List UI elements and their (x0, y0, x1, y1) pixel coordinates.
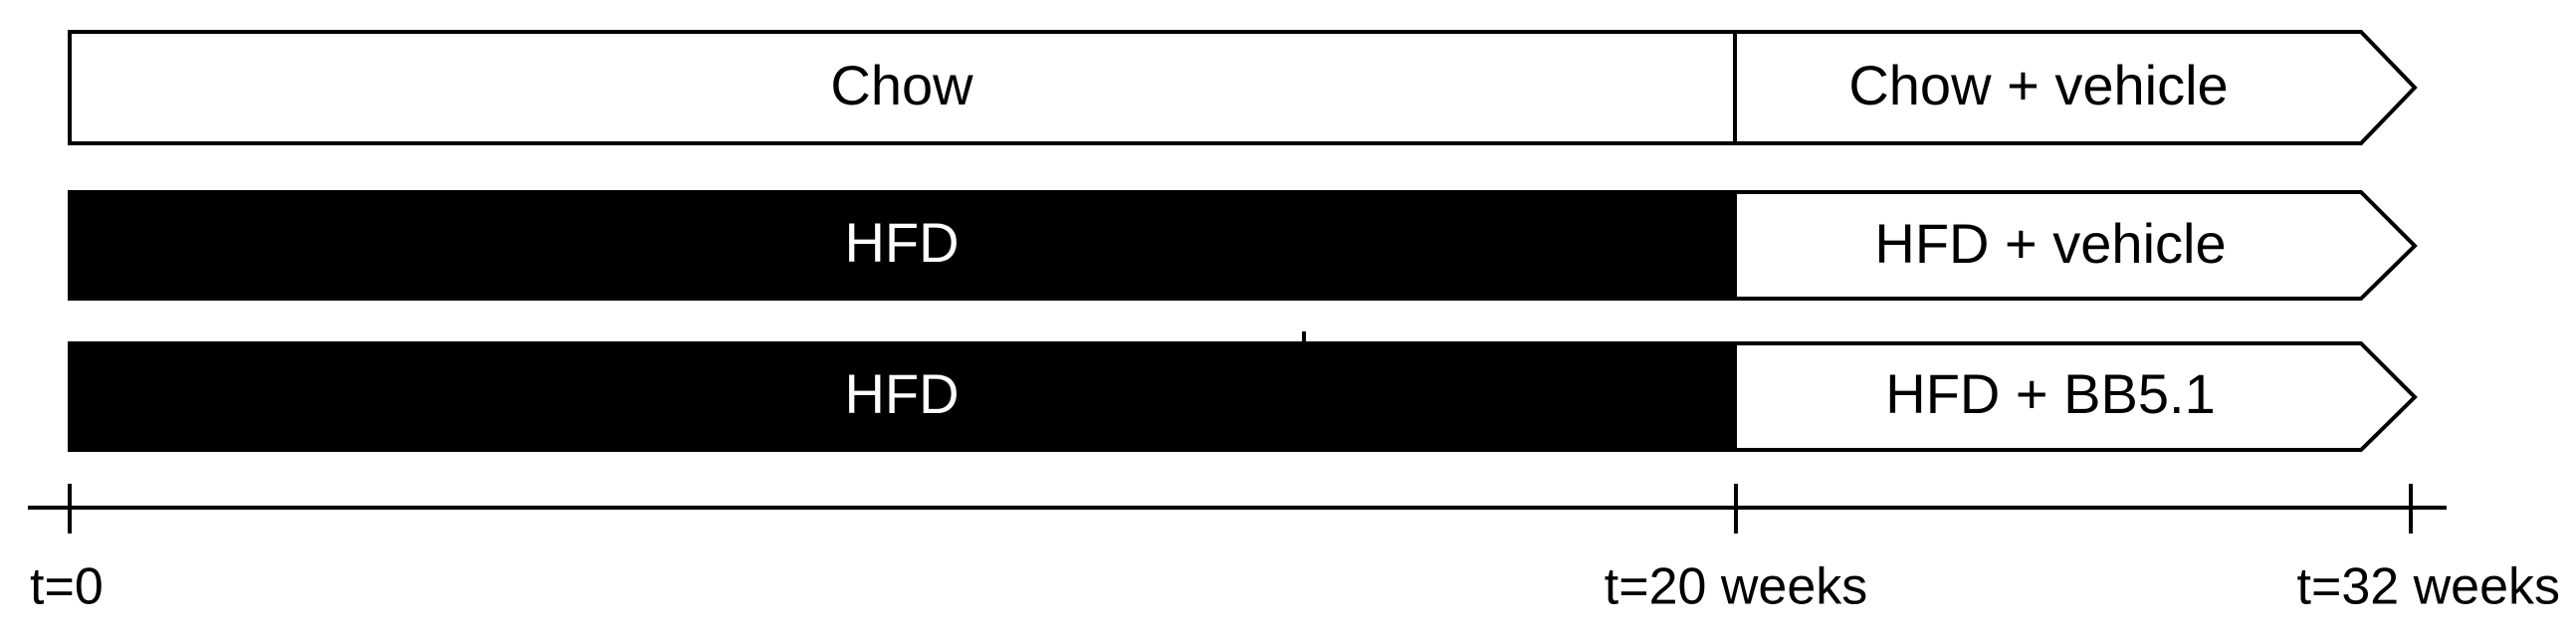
phase1-bar-hfd (68, 341, 1737, 452)
phase2-label-hfd-vehicle: HFD + vehicle (1874, 212, 2226, 275)
timeline-label-end: t=32 weeks (2297, 558, 2561, 616)
phase1-bar-hfd (68, 190, 1737, 301)
timeline-label-start: t=0 (30, 558, 104, 616)
phase1-label-hfd: HFD (844, 211, 959, 274)
phase1-label-chow: Chow (830, 54, 973, 116)
phase2-label-hfd-bb51: HFD + BB5.1 (1885, 362, 2215, 425)
timeline-label-mid: t=20 weeks (1605, 558, 1868, 616)
row-chow: Chow Chow + vehicle (68, 30, 2418, 145)
row-hfd-bb51: HFD HFD + BB5.1 (68, 341, 2418, 452)
timeline-axis: t=0 t=20 weeks t=32 weeks (28, 484, 2560, 616)
phase2-arrow-hfd-vehicle (1733, 190, 2418, 301)
phase2-arrow-chow-vehicle (1733, 30, 2418, 145)
phase2-arrow-hfd-bb51 (1733, 341, 2418, 452)
phase1-bar-chow (68, 30, 1737, 145)
phase2-label-chow-vehicle: Chow + vehicle (1848, 54, 2228, 116)
phase1-label-hfd: HFD (844, 362, 959, 425)
row-hfd-vehicle: HFD HFD + vehicle (68, 190, 2418, 301)
